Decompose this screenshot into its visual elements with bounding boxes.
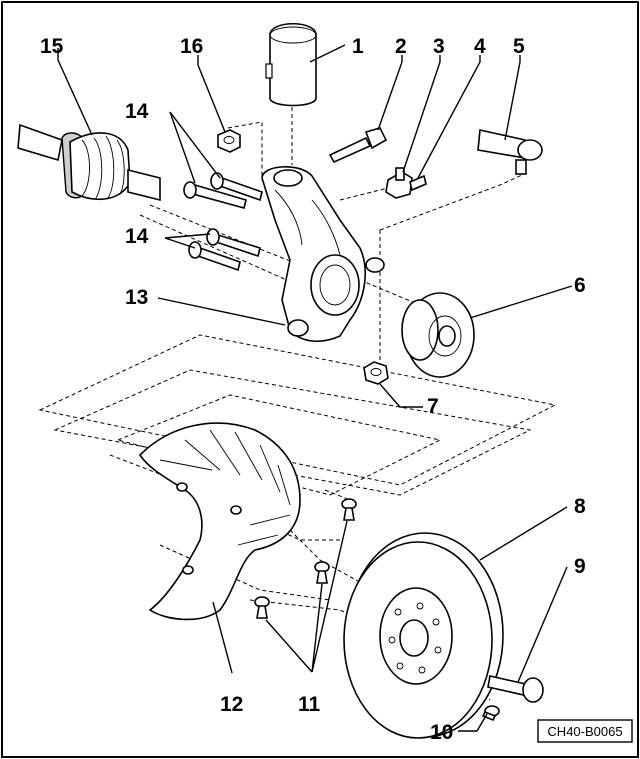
reference-code-box: CH40-B0065 (537, 719, 633, 743)
nut-part-16 (217, 129, 241, 153)
callout-7: 7 (427, 395, 439, 418)
tie-rod-end-part (477, 129, 543, 175)
small-screw-part (481, 705, 500, 722)
wheel-hub-part (401, 292, 475, 378)
callout-12: 12 (220, 693, 243, 716)
hex-nut-part-7 (363, 361, 389, 385)
leader-lines (57, 44, 573, 732)
callout-3: 3 (433, 35, 445, 58)
callout-10: 10 (430, 721, 453, 744)
callout-1: 1 (352, 35, 364, 58)
drive-shaft-part (17, 123, 161, 202)
callout-15: 15 (40, 35, 64, 58)
reference-code: CH40-B0065 (547, 724, 622, 739)
callout-5: 5 (513, 35, 525, 58)
shock-absorber-part (265, 23, 317, 107)
callout-14-lower: 14 (125, 225, 149, 248)
pinch-bolt-part (328, 127, 388, 164)
callout-14-upper: 14 (125, 100, 149, 123)
callout-4: 4 (474, 35, 486, 58)
callout-11: 11 (298, 693, 321, 716)
speed-sensor-part (385, 167, 427, 199)
splash-shield-part (138, 422, 301, 621)
callout-8: 8 (574, 495, 586, 518)
callout-labels: 15 16 1 2 3 4 5 14 14 13 6 7 8 9 12 11 1… (40, 35, 586, 744)
callout-16: 16 (180, 35, 203, 58)
brake-disc-part (343, 532, 504, 739)
callout-9: 9 (574, 555, 586, 578)
callout-2: 2 (395, 35, 407, 58)
screws-part-11 (254, 498, 357, 619)
callout-13: 13 (125, 286, 148, 309)
bolts-part-14 (183, 172, 263, 272)
callout-6: 6 (574, 274, 586, 297)
wheel-bolt-part (487, 675, 544, 703)
wheel-bearing-housing-part (261, 165, 385, 343)
